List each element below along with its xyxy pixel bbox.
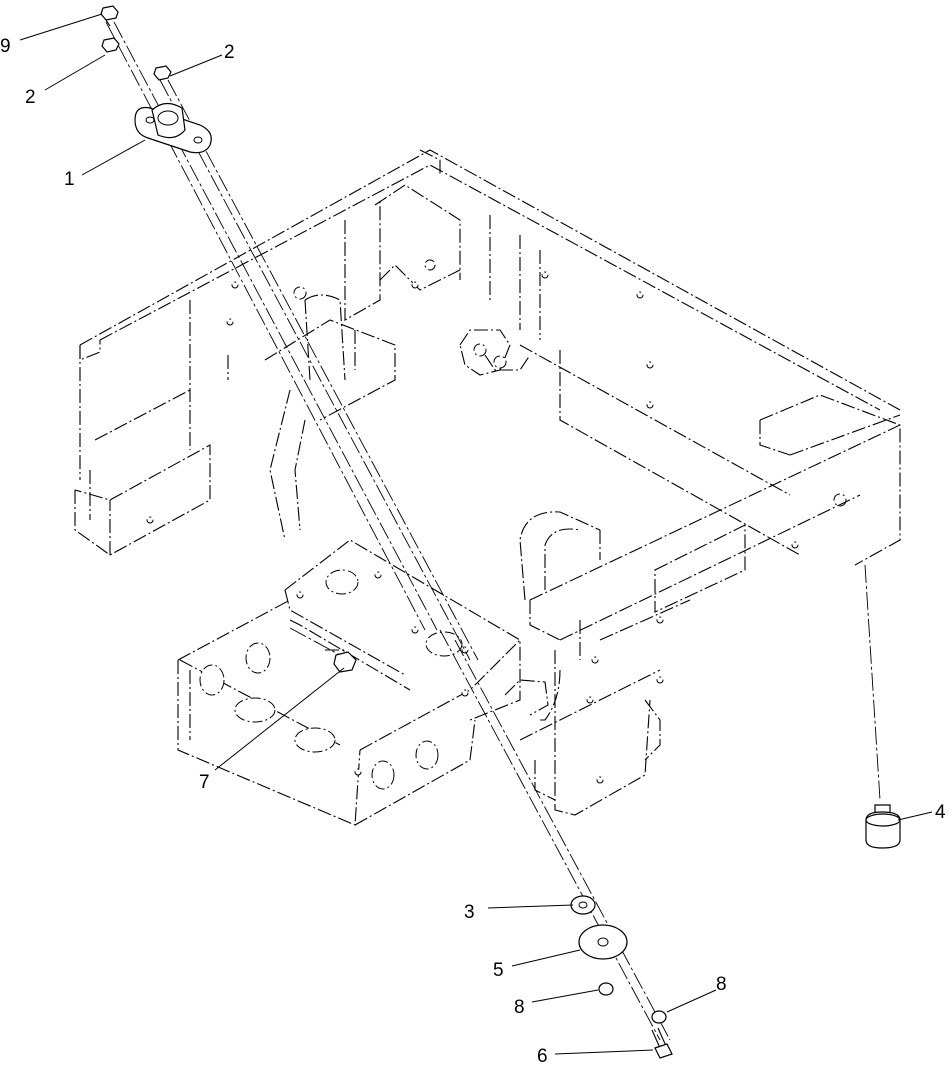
rod-centerlines (105, 21, 881, 1041)
callout-8-left: 8 (514, 997, 525, 1018)
part-6-bolt (651, 1027, 673, 1059)
control-mount-bracket (177, 539, 549, 826)
callout-1: 1 (64, 169, 75, 190)
part-1-flange-mount (134, 102, 212, 154)
part-9-bolt (100, 5, 119, 27)
callout-6: 6 (537, 1046, 548, 1067)
callout-5: 5 (493, 960, 504, 981)
part-4-bumper (865, 804, 901, 849)
callout-2-left: 2 (25, 87, 36, 108)
callout-labels: 9 2 2 1 7 4 3 5 8 8 6 (0, 36, 946, 1067)
part-3-washer (570, 895, 596, 915)
part-8-nut-right (651, 1010, 667, 1024)
part-5-large-washer (578, 924, 628, 960)
part-8-nut-left (598, 982, 614, 996)
part-7-clip (333, 651, 357, 673)
part-2-bolt-right (153, 65, 172, 81)
callout-8-right: 8 (716, 974, 727, 995)
part-2-bolt-left (101, 37, 120, 53)
callout-9: 9 (0, 36, 11, 57)
callout-2-right: 2 (224, 42, 235, 63)
callout-3: 3 (464, 902, 475, 923)
callout-4: 4 (935, 802, 946, 823)
callout-leaders (19, 13, 933, 1055)
mower-frame-outline (74, 149, 901, 816)
callout-7: 7 (199, 772, 210, 793)
